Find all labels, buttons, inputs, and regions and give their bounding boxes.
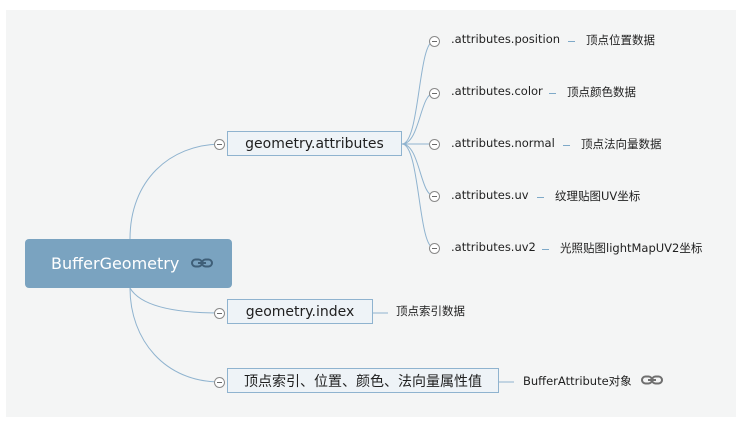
branch-attribute-values[interactable]: 顶点索引、位置、颜色、法向量属性值 bbox=[227, 368, 499, 393]
collapse-toggle-attributes[interactable] bbox=[214, 139, 225, 150]
leaf-attributes-normal[interactable]: .attributes.normal bbox=[451, 136, 555, 150]
mindmap-canvas bbox=[6, 10, 736, 417]
note-color: 顶点颜色数据 bbox=[567, 85, 636, 99]
link-icon[interactable] bbox=[191, 254, 214, 273]
branch-label: geometry.index bbox=[245, 303, 355, 320]
note-normal: 顶点法向量数据 bbox=[581, 137, 662, 151]
connector-root-attributes bbox=[129, 143, 221, 240]
connector-root-index bbox=[129, 287, 221, 314]
connector-root-values bbox=[129, 287, 221, 383]
note-position: 顶点位置数据 bbox=[586, 33, 655, 47]
branch-geometry-attributes[interactable]: geometry.attributes bbox=[227, 131, 402, 156]
collapse-toggle-index[interactable] bbox=[214, 308, 225, 319]
link-icon[interactable] bbox=[641, 374, 664, 389]
branch-geometry-index[interactable]: geometry.index bbox=[227, 299, 373, 324]
dash bbox=[537, 197, 544, 198]
collapse-toggle-color[interactable] bbox=[429, 88, 440, 99]
branch-label: geometry.attributes bbox=[245, 135, 384, 152]
note-uv2: 光照贴图lightMapUV2坐标 bbox=[560, 241, 703, 255]
note-uv: 纹理贴图UV坐标 bbox=[555, 189, 641, 203]
leaf-attributes-uv[interactable]: .attributes.uv bbox=[451, 188, 529, 202]
dash bbox=[568, 41, 575, 42]
note-buffer-attribute: BufferAttribute对象 bbox=[523, 373, 664, 389]
leaf-attributes-color[interactable]: .attributes.color bbox=[451, 84, 543, 98]
dash bbox=[563, 145, 570, 146]
collapse-toggle-position[interactable] bbox=[429, 36, 440, 47]
collapse-toggle-uv[interactable] bbox=[429, 191, 440, 202]
collapse-toggle-normal[interactable] bbox=[429, 139, 440, 150]
branch-label: 顶点索引、位置、颜色、法向量属性值 bbox=[244, 373, 482, 390]
collapse-toggle-uv2[interactable] bbox=[429, 243, 440, 254]
note-index: 顶点索引数据 bbox=[396, 304, 465, 318]
leaf-attributes-uv2[interactable]: .attributes.uv2 bbox=[451, 240, 536, 254]
collapse-toggle-values[interactable] bbox=[214, 377, 225, 388]
root-node[interactable]: BufferGeometry bbox=[25, 239, 232, 288]
dash bbox=[542, 249, 549, 250]
root-label: BufferGeometry bbox=[51, 254, 180, 273]
dash bbox=[549, 93, 556, 94]
note-buffer-attribute-label: BufferAttribute对象 bbox=[523, 374, 632, 388]
leaf-attributes-position[interactable]: .attributes.position bbox=[451, 32, 561, 46]
